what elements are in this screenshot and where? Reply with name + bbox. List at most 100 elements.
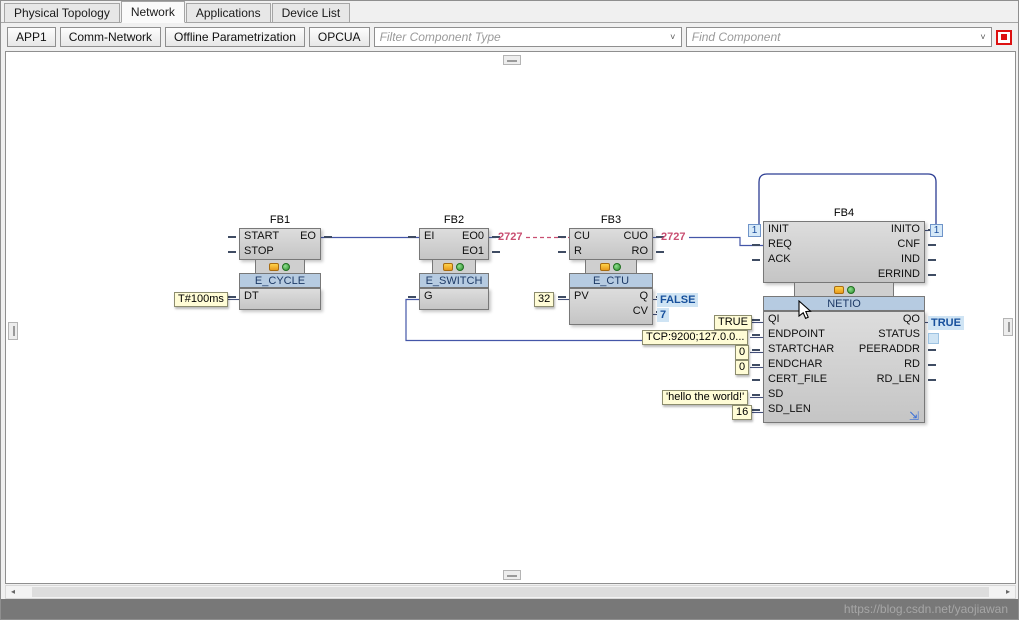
value-dt[interactable]: T#100ms (174, 292, 228, 307)
collapse-handle-right[interactable] (1003, 318, 1013, 336)
tab-applications[interactable]: Applications (185, 3, 271, 22)
event-input-pin[interactable]: START (244, 230, 280, 242)
event-output-pin[interactable]: INITO (890, 223, 920, 235)
data-output-pin[interactable]: Q (639, 290, 648, 302)
deployed-badge-icon (613, 262, 622, 271)
event-output-pin[interactable]: ERRIND (877, 268, 920, 280)
block-instance-name[interactable]: FB4 (833, 207, 855, 219)
monitor-badge-icon (833, 285, 844, 294)
data-input-pin[interactable]: DT (244, 290, 259, 302)
event-input-pin[interactable]: ACK (768, 253, 791, 265)
pin-row: CERT_FILE RD_LEN (764, 372, 924, 387)
value-pv[interactable]: 32 (534, 292, 555, 307)
value-qi[interactable]: TRUE (714, 315, 752, 330)
data-input-pin[interactable]: QI (768, 313, 780, 325)
function-block-fb1[interactable]: FB1 START EO STOP E_CYCLE DT (239, 214, 321, 310)
data-input-pin[interactable]: ENDPOINT (768, 328, 825, 340)
value-endpoint[interactable]: TCP:9200;127.0.0... (642, 330, 749, 345)
data-input-pin[interactable]: SD (768, 388, 784, 400)
block-instance-name[interactable]: FB1 (269, 214, 291, 226)
offline-parametrization-button[interactable]: Offline Parametrization (165, 27, 305, 47)
scrollbar-thumb[interactable] (32, 587, 989, 597)
collapse-handle-top[interactable] (503, 55, 521, 65)
block-type-name[interactable]: E_CYCLE (239, 273, 321, 288)
block-type-name[interactable]: NETIO (763, 296, 925, 311)
event-input-pin[interactable]: REQ (768, 238, 792, 250)
data-input-pin[interactable]: ENDCHAR (768, 358, 823, 370)
event-input-pin[interactable]: INIT (768, 223, 789, 235)
scroll-right-icon[interactable]: ▸ (1001, 586, 1015, 598)
data-input-pin[interactable]: G (424, 290, 433, 302)
event-input-pin[interactable]: EI (424, 230, 435, 242)
filter-component-combobox[interactable]: ˅ (373, 27, 682, 47)
event-output-pin[interactable]: RO (631, 245, 649, 257)
scrollbar-track[interactable] (20, 586, 1001, 598)
block-instance-name[interactable]: FB2 (443, 214, 465, 226)
data-input-pin[interactable]: CERT_FILE (768, 373, 828, 385)
event-input-pin[interactable]: STOP (244, 245, 274, 257)
data-output-pin[interactable]: PEERADDR (858, 343, 920, 355)
scroll-left-icon[interactable]: ◂ (6, 586, 20, 598)
function-block-fb3[interactable]: FB3 CU CUO R RO E_CTU PV Q (569, 214, 653, 325)
tab-device-list[interactable]: Device List (271, 3, 351, 22)
data-output-pin[interactable]: RD (904, 358, 920, 370)
horizontal-scrollbar[interactable]: ◂ ▸ (5, 585, 1016, 599)
data-input-pin[interactable]: STARTCHAR (768, 343, 835, 355)
network-editor-canvas[interactable]: FB1 START EO STOP E_CYCLE DT (5, 51, 1016, 584)
value-startchar[interactable]: 0 (735, 345, 750, 360)
chevron-down-icon[interactable]: ˅ (980, 32, 986, 42)
event-output-pin[interactable]: EO0 (461, 230, 484, 242)
pin-row: ACK IND (764, 252, 924, 267)
data-output-pin[interactable]: QO (902, 313, 920, 325)
data-input-pin[interactable]: SD_LEN (768, 403, 811, 415)
event-output-pin[interactable]: CNF (897, 238, 920, 250)
collapse-handle-bottom[interactable] (503, 570, 521, 580)
opcua-button[interactable]: OPCUA (308, 27, 370, 47)
chevron-down-icon[interactable]: ˅ (670, 32, 676, 42)
status-watch-mark (928, 333, 939, 344)
connection-crossref-label[interactable]: 2727 (661, 231, 686, 243)
event-output-pin[interactable]: EO1 (461, 245, 484, 257)
value-endchar[interactable]: 0 (735, 360, 750, 375)
block-instance-name[interactable]: FB3 (600, 214, 622, 226)
monitor-badge-icon (269, 262, 280, 271)
data-output-pin[interactable]: CV (632, 305, 648, 317)
value-sd-len[interactable]: 16 (732, 405, 753, 420)
event-output-pin[interactable]: IND (901, 253, 920, 265)
connection-wires-layer[interactable] (6, 52, 1016, 584)
event-output-pin[interactable]: EO (300, 230, 316, 242)
deployed-badge-icon (456, 262, 465, 271)
filter-component-input[interactable] (374, 30, 665, 44)
pin-row: EI EO0 (420, 229, 488, 244)
app1-button[interactable]: APP1 (7, 27, 56, 47)
block-type-name[interactable]: E_CTU (569, 273, 653, 288)
function-block-fb2[interactable]: FB2 EI EO0 EO1 E_SWITCH G (419, 214, 489, 310)
comm-network-button[interactable]: Comm-Network (59, 27, 162, 47)
pin-row: INIT INITO (764, 222, 924, 237)
block-type-name[interactable]: E_SWITCH (419, 273, 489, 288)
data-output-pin[interactable]: RD_LEN (876, 373, 920, 385)
pin-row: PV Q (570, 289, 652, 304)
event-output-pin[interactable]: CUO (623, 230, 648, 242)
loop-ref-marker-left[interactable]: 1 (748, 224, 761, 237)
function-block-fb4[interactable]: FB4 INIT INITO REQ CNF ACK IND ERRIND (763, 207, 925, 423)
deployed-badge-icon (282, 262, 291, 271)
data-input-pin[interactable]: PV (574, 290, 589, 302)
collapse-handle-left[interactable] (8, 322, 18, 340)
editor-tab-bar: Physical Topology Network Applications D… (1, 1, 1018, 23)
tab-network[interactable]: Network (120, 1, 185, 23)
loop-ref-marker-right[interactable]: 1 (930, 224, 943, 237)
event-input-pin[interactable]: CU (574, 230, 590, 242)
expand-interface-icon[interactable]: ⇲ (909, 409, 920, 423)
pin-row: CV (570, 304, 652, 319)
event-input-pin[interactable]: R (574, 245, 582, 257)
watermark-text: https://blog.csdn.net/yaojiawan (843, 602, 1008, 616)
tab-physical-topology[interactable]: Physical Topology (4, 3, 120, 22)
record-indicator-icon[interactable] (996, 29, 1012, 45)
data-output-pin[interactable]: STATUS (878, 328, 920, 340)
connection-crossref-label[interactable]: 2727 (498, 231, 523, 243)
find-component-combobox[interactable]: ˅ (685, 27, 992, 47)
find-component-input[interactable] (686, 30, 975, 44)
value-sd[interactable]: 'hello the world!' (662, 390, 749, 405)
